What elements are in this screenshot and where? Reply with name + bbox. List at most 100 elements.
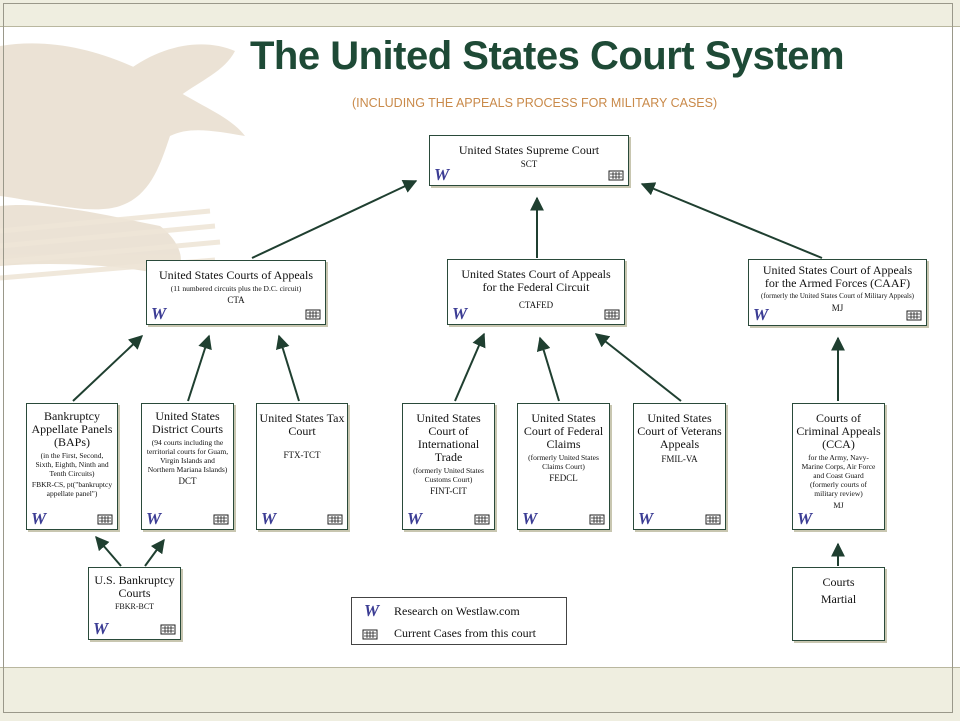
arrow-cta-to-sct <box>251 180 418 259</box>
arrow-va-to-ctafed <box>594 333 682 402</box>
court-code: MJ <box>831 303 844 313</box>
box-supreme-court: United States Supreme Court SCT W <box>429 135 629 186</box>
box-name-line4: Trade <box>434 450 463 464</box>
box-name-line2: Court of Federal <box>523 424 604 438</box>
box-name-line1: United States <box>416 411 481 425</box>
arrow-bct-to-dct <box>144 538 165 567</box>
box-name-line2: for the Federal Circuit <box>482 280 590 294</box>
arrow-tax-to-cta <box>276 334 300 402</box>
box-name-line3: International <box>417 437 480 451</box>
court-note: for the Army, Navy-Marine Corps, Air For… <box>801 453 876 498</box>
westlaw-w-icon[interactable]: W <box>261 509 277 528</box>
box-courts-martial: Courts Martial <box>792 567 885 641</box>
legend: W Research on Westlaw.com Current Cases … <box>351 597 567 645</box>
box-tax-court: United States Tax Court FTX-TCT W <box>256 403 348 530</box>
box-name-line1: U.S. Bankruptcy <box>94 573 175 587</box>
court-code: FBKR-CS, pt("bankruptcy appellate panel"… <box>31 480 113 498</box>
court-building-icon[interactable] <box>305 309 321 320</box>
box-name-line3: Appeals <box>659 437 700 451</box>
court-code: FINT-CIT <box>430 486 467 496</box>
box-bankruptcy-courts: U.S. Bankruptcy Courts FBKR-BCT W <box>88 567 181 640</box>
box-international-trade: United States Court of International Tra… <box>402 403 495 530</box>
court-building-icon <box>362 629 378 640</box>
box-name-line2: Martial <box>820 592 857 606</box>
box-name-line2: Courts <box>118 586 151 600</box>
westlaw-w-icon[interactable]: W <box>452 304 468 323</box>
box-federal-circuit: United States Court of Appeals for the F… <box>447 259 625 325</box>
court-note: (formerly United States Customs Court) <box>413 466 484 484</box>
eagle-flag-watermark <box>0 43 245 281</box>
westlaw-w-icon[interactable]: W <box>407 509 423 528</box>
court-note: (94 courts including the territorial cou… <box>146 438 229 474</box>
court-building-icon[interactable] <box>160 624 176 635</box>
box-name-line2: Court of Veterans <box>637 424 722 438</box>
westlaw-w-icon[interactable]: W <box>31 509 47 528</box>
legend-label-westlaw: Research on Westlaw.com <box>394 604 520 618</box>
court-code: FBKR-BCT <box>114 602 155 611</box>
box-name-line1: United States <box>647 411 712 425</box>
court-building-icon[interactable] <box>213 514 229 525</box>
box-courts-of-criminal-appeals: Courts of Criminal Appeals (CCA) for the… <box>792 403 885 530</box>
box-name-line1: United States Court of Appeals <box>461 267 611 281</box>
westlaw-w-icon[interactable]: W <box>93 619 109 638</box>
court-building-icon[interactable] <box>589 514 605 525</box>
court-code: CTA <box>227 295 245 305</box>
box-name-line1: United States <box>155 409 220 423</box>
box-veterans-appeals: United States Court of Veterans Appeals … <box>633 403 726 530</box>
box-name: United States Supreme Court <box>458 143 600 157</box>
box-federal-claims: United States Court of Federal Claims (f… <box>517 403 610 530</box>
court-code: FMIL-VA <box>661 454 698 464</box>
box-name-line2: Court of <box>428 424 469 438</box>
westlaw-w-icon[interactable]: W <box>151 304 167 323</box>
westlaw-w-icon[interactable]: W <box>797 509 813 528</box>
court-building-icon[interactable] <box>705 514 721 525</box>
box-name-line2: Appellate Panels <box>31 422 113 436</box>
court-building-icon[interactable] <box>97 514 113 525</box>
box-name-line2: Criminal Appeals <box>796 424 881 438</box>
court-code: FTX-TCT <box>283 450 321 460</box>
court-code: CTAFED <box>518 300 554 310</box>
court-code: MJ <box>833 501 844 510</box>
westlaw-w-icon[interactable]: W <box>753 305 769 324</box>
westlaw-w-icon: W <box>364 601 380 620</box>
box-armed-forces-appeals: United States Court of Appeals for the A… <box>748 259 927 326</box>
court-building-icon[interactable] <box>906 310 922 321</box>
arrow-caaf-to-sct <box>640 182 823 259</box>
page-title: The United States Court System <box>250 34 845 78</box>
legend-label-current: Current Cases from this court <box>394 626 536 640</box>
court-building-icon[interactable] <box>474 514 490 525</box>
court-code: DCT <box>178 476 197 486</box>
box-name: United States Courts of Appeals <box>159 268 313 282</box>
box-name-line1: Courts <box>822 575 855 589</box>
court-building-icon[interactable] <box>604 309 620 320</box>
court-note: (11 numbered circuits plus the D.C. circ… <box>170 284 302 293</box>
box-name-line2: Court <box>288 424 316 438</box>
box-name-line1: United States Tax <box>259 411 345 425</box>
court-note: (in the First, Second, Sixth, Eighth, Ni… <box>35 451 109 478</box>
box-courts-of-appeals: United States Courts of Appeals (11 numb… <box>146 260 326 325</box>
arrow-fedcl-to-ctafed <box>536 336 560 402</box>
box-name-line1: United States <box>531 411 596 425</box>
arrow-cit-to-ctafed <box>454 332 486 402</box>
court-code: SCT <box>520 159 538 169</box>
court-building-icon[interactable] <box>608 170 624 181</box>
court-building-icon[interactable] <box>327 514 343 525</box>
westlaw-w-icon[interactable]: W <box>522 509 538 528</box>
box-name-line1: Bankruptcy <box>44 409 100 423</box>
court-note: (formerly United States Claims Court) <box>528 453 599 471</box>
westlaw-w-icon[interactable]: W <box>146 509 162 528</box>
box-name-line3: Claims <box>546 437 581 451</box>
court-note: (formerly the United States Court of Mil… <box>761 292 914 300</box>
box-name-line2: for the Armed Forces (CAAF) <box>764 276 911 290</box>
box-name-line1: United States Court of Appeals <box>762 263 913 277</box>
westlaw-w-icon[interactable]: W <box>434 165 450 184</box>
box-bankruptcy-appellate-panels: Bankruptcy Appellate Panels (BAPs) (in t… <box>26 403 118 530</box>
box-name-line2: District Courts <box>152 422 223 436</box>
arrow-bct-to-bap <box>95 535 122 567</box>
box-name-line1: Courts of <box>816 411 861 425</box>
page-subtitle: (INCLUDING THE APPEALS PROCESS FOR MILIT… <box>352 96 718 110</box>
westlaw-w-icon[interactable]: W <box>638 509 654 528</box>
court-code: FEDCL <box>549 473 578 483</box>
box-district-courts: United States District Courts (94 courts… <box>141 403 234 530</box>
